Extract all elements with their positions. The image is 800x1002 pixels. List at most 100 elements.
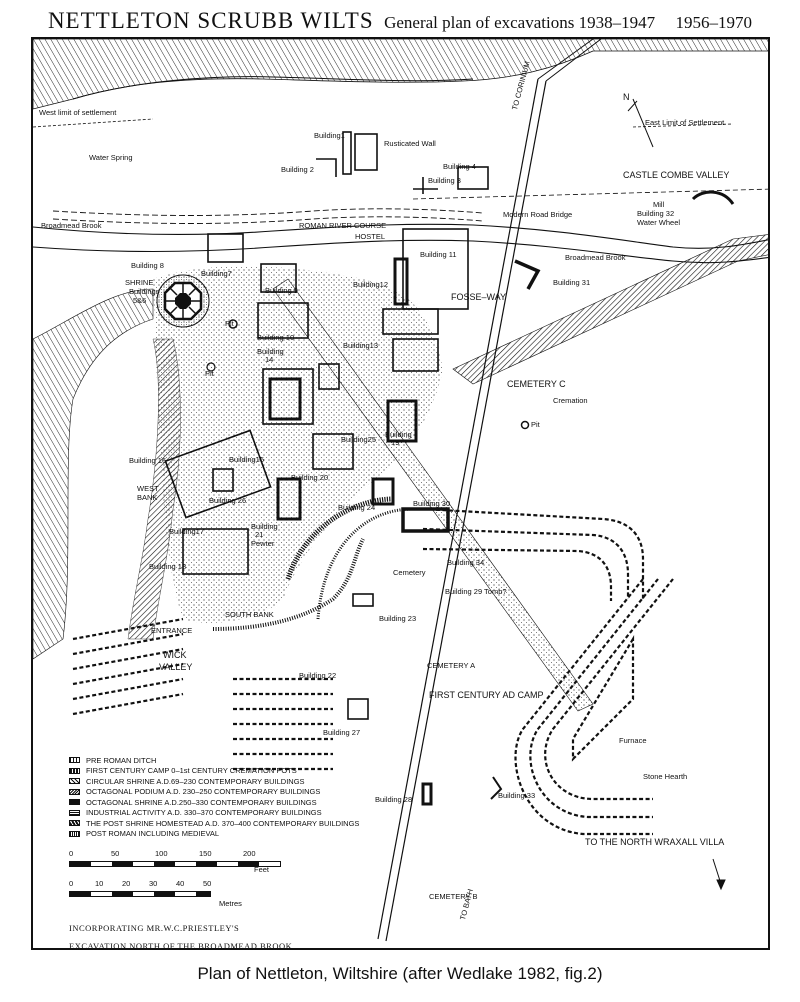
credits-line-2: EXCAVATION NORTH OF THE BROADMEAD BROOK xyxy=(69,941,293,950)
label-south-bank: SOUTH BANK xyxy=(225,610,274,619)
corinium-road xyxy=(537,39,602,82)
label-building-30: Building 30 xyxy=(413,499,451,508)
scale-tick: 200 xyxy=(243,849,256,858)
label-building-26: Building 26 xyxy=(209,496,247,505)
label-pewter: Pewter xyxy=(251,539,275,548)
scale-tick: 0 xyxy=(69,879,74,888)
legend-swatch-post-shrine xyxy=(69,820,80,827)
east-limit-line xyxy=(632,123,734,128)
legend-row: FIRST CENTURY CAMP 0–1st CENTURY CREMATI… xyxy=(69,766,359,777)
roman-river-course-2 xyxy=(52,216,484,224)
east-ridge xyxy=(452,234,768,385)
label-building-4: Building 4 xyxy=(443,162,476,171)
label-west-limit: West limit of settlement xyxy=(39,108,117,117)
label-pit-1: Pit xyxy=(225,319,234,328)
label-modern-bridge: Modern Road Bridge xyxy=(503,210,573,219)
label-building-21b: 21 xyxy=(255,530,264,539)
west-ridge xyxy=(33,288,154,660)
label-building-23: Building 23 xyxy=(379,614,417,623)
label-roman-river: ROMAN RIVER COURSE xyxy=(299,221,387,230)
label-building-15: Building15 xyxy=(229,455,265,464)
map-frame: West limit of settlement East Limit of S… xyxy=(31,37,770,950)
central-settlement xyxy=(153,266,443,623)
north-wraxall-arrow xyxy=(712,858,726,891)
label-west-bank-a: WEST xyxy=(137,484,159,493)
scale-feet-ticks: 0 50 100 150 200 xyxy=(69,849,289,859)
scale-tick: 100 xyxy=(155,849,168,858)
excavation-credits: INCORPORATING MR.W.C.PRIESTLEY'S EXCAVAT… xyxy=(69,919,293,950)
label-building-24: Building 24 xyxy=(338,503,376,512)
scale-tick: 20 xyxy=(122,879,131,888)
label-water-spring: Water Spring xyxy=(89,153,133,162)
label-broadmead-brook-west: Broadmead Brook xyxy=(41,221,102,230)
plan-title: NETTLETON SCRUBB WILTS General plan of e… xyxy=(0,8,800,34)
label-pit-2: Pit xyxy=(205,369,214,378)
ridge-line xyxy=(72,76,474,100)
north-ridge xyxy=(33,39,768,110)
label-building-33: Building 33 xyxy=(498,791,536,800)
label-building-2: Building 2 xyxy=(281,165,314,174)
label-shrine-buildings: Buildings xyxy=(129,287,160,296)
octagonal-shrine xyxy=(156,274,210,328)
label-fosse-way: FOSSE–WAY xyxy=(451,292,507,302)
label-building-14a: Building xyxy=(257,347,284,356)
label-building-29: Building 29 Tomb? xyxy=(445,587,507,596)
legend-swatch-industrial xyxy=(69,809,80,816)
legend-row: CIRCULAR SHRINE A.D.69–230 CONTEMPORARY … xyxy=(69,776,359,787)
label-building-27: Building 27 xyxy=(323,728,361,737)
broadmead-brook xyxy=(33,223,768,249)
fosse-way-edge xyxy=(385,80,547,942)
scale-bars: 0 50 100 150 200 Feet 0 10 20 30 40 50 M… xyxy=(69,849,289,908)
south-east-track xyxy=(272,278,594,712)
scale-tick: 50 xyxy=(111,849,120,858)
label-building-1: Building1 xyxy=(314,131,345,140)
scale-metres-bar xyxy=(69,891,211,897)
label-wick-valley-b: VALLEY xyxy=(159,662,193,672)
legend-row: THE POST SHRINE HOMESTEAD A.D. 370–400 C… xyxy=(69,818,359,829)
scale-tick: 10 xyxy=(95,879,104,888)
label-north-wraxall: TO THE NORTH WRAXALL VILLA xyxy=(585,837,725,847)
label-building-8: Building 8 xyxy=(131,261,164,270)
scale-tick: 40 xyxy=(176,879,185,888)
label-castle-combe: CASTLE COMBE VALLEY xyxy=(623,170,730,180)
label-cemetery-c: CEMETERY C xyxy=(507,379,566,389)
label-building-19b: 19 xyxy=(391,438,400,447)
scale-tick: 0 xyxy=(69,849,74,858)
pit-marker-2 xyxy=(206,362,216,372)
legend-swatch-post-roman xyxy=(69,830,80,837)
legend-swatch-pre-roman xyxy=(69,757,80,764)
label-wick-valley-a: WICK xyxy=(163,650,187,660)
label-building-10: Building 10 xyxy=(257,333,295,342)
label-building-22: Building 22 xyxy=(299,671,337,680)
label-building-32: Building 32 xyxy=(637,209,675,218)
label-building-21a: Building xyxy=(251,522,278,531)
label-east-limit: East Limit of Settlement xyxy=(645,118,725,127)
south-bank xyxy=(212,538,365,631)
label-cremation: Cremation xyxy=(553,396,588,405)
scale-tick: 150 xyxy=(199,849,212,858)
camp-ditches xyxy=(72,507,674,836)
label-broadmead-brook-east: Broadmead Brook xyxy=(565,253,626,262)
camp-ditch-1 xyxy=(316,507,414,620)
title-subtitle: General plan of excavations 1938–1947 xyxy=(384,13,656,32)
label-furnace: Furnace xyxy=(619,736,647,745)
scale-feet-unit: Feet xyxy=(254,865,270,874)
label-hostel: HOSTEL xyxy=(355,232,386,241)
label-building-11: Building 11 xyxy=(420,250,457,259)
label-building-7: Building7 xyxy=(201,269,232,278)
legend-swatch-circular-shrine xyxy=(69,778,80,785)
label-building-34: Building 34 xyxy=(447,558,485,567)
map-legend: PRE ROMAN DITCH FIRST CENTURY CAMP 0–1st… xyxy=(69,755,359,839)
building-outlines xyxy=(164,131,735,806)
legend-swatch-octagonal-shrine xyxy=(69,799,80,806)
label-building-20: Building 20 xyxy=(291,473,329,482)
site-plan-map xyxy=(33,39,768,942)
label-building-9: Building 9 xyxy=(265,286,298,295)
pit-marker-3 xyxy=(520,420,530,430)
label-building-3: Building 3 xyxy=(428,176,461,185)
legend-text: CIRCULAR SHRINE A.D.69–230 CONTEMPORARY … xyxy=(86,776,305,786)
legend-swatch-octagonal-podium xyxy=(69,788,80,795)
label-first-century-camp: FIRST CENTURY AD CAMP xyxy=(429,690,544,700)
legend-row: OCTAGONAL PODIUM A.D. 230–250 CONTEMPORA… xyxy=(69,787,359,798)
legend-text: POST ROMAN INCLUDING MEDIEVAL xyxy=(86,829,220,839)
